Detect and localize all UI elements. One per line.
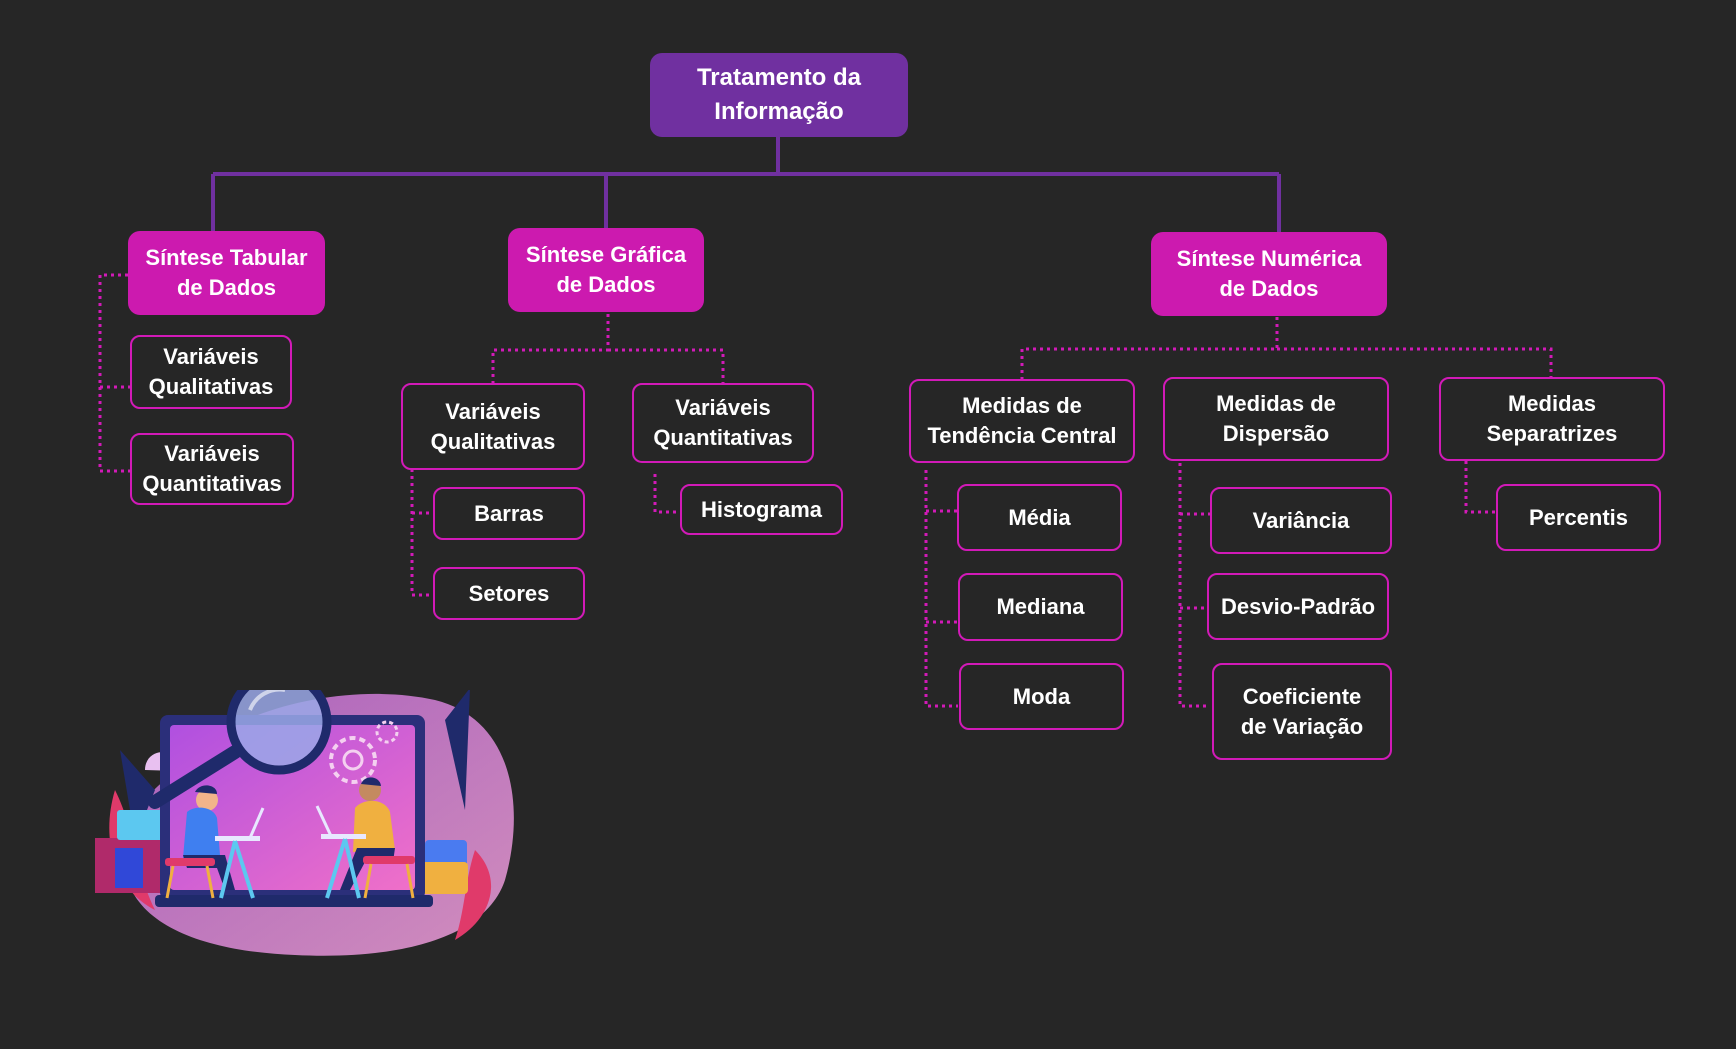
leaf-left bbox=[120, 750, 155, 840]
magnifying-glass-icon bbox=[226, 690, 332, 775]
connector-dispersao-items bbox=[1178, 463, 1210, 708]
node-variancia: Variância bbox=[1210, 487, 1392, 554]
node-media: Média bbox=[957, 484, 1122, 551]
laptop-left bbox=[215, 807, 265, 899]
connector-quantitativas-items bbox=[653, 474, 680, 514]
node-tendencia-central: Medidas de Tendência Central bbox=[909, 379, 1135, 463]
connector-tabular-items bbox=[98, 273, 130, 473]
connector-qualitativas-items bbox=[410, 462, 433, 597]
connector-tendencia-items bbox=[924, 470, 958, 708]
node-grafica-qualitativas: Variáveis Qualitativas bbox=[401, 383, 585, 470]
connector-grafica-groups bbox=[491, 314, 725, 383]
connector-numerica-groups bbox=[1020, 317, 1553, 380]
node-grafica-quantitativas: Variáveis Quantitativas bbox=[632, 383, 814, 463]
node-dispersao: Medidas de Dispersão bbox=[1163, 377, 1389, 461]
node-tabular-quantitativas: Variáveis Quantitativas bbox=[130, 433, 294, 505]
node-histograma: Histograma bbox=[680, 484, 843, 535]
node-desvio-padrao: Desvio-Padrão bbox=[1207, 573, 1389, 640]
node-barras: Barras bbox=[433, 487, 585, 540]
leaf-right bbox=[445, 690, 470, 810]
node-separatrizes: Medidas Separatrizes bbox=[1439, 377, 1665, 461]
node-setores: Setores bbox=[433, 567, 585, 620]
person-left bbox=[165, 785, 235, 899]
person-right bbox=[340, 777, 415, 899]
leaf-right-red bbox=[455, 850, 492, 940]
connector-separatrizes-items bbox=[1464, 461, 1496, 514]
node-percentis: Percentis bbox=[1496, 484, 1661, 551]
node-sintese-numerica: Síntese Numérica de Dados bbox=[1151, 232, 1387, 316]
node-sintese-tabular: Síntese Tabular de Dados bbox=[128, 231, 325, 315]
node-coeficiente-variacao: Coeficiente de Variação bbox=[1212, 663, 1392, 760]
data-analysis-illustration bbox=[95, 690, 514, 956]
gear-icon bbox=[329, 736, 377, 784]
gear-small-icon bbox=[375, 720, 399, 744]
laptop-right bbox=[315, 805, 366, 899]
node-tabular-qualitativas: Variáveis Qualitativas bbox=[130, 335, 292, 409]
root-node: Tratamento da Informação bbox=[650, 53, 908, 137]
node-mediana: Mediana bbox=[958, 573, 1123, 641]
node-sintese-grafica: Síntese Gráfica de Dados bbox=[508, 228, 704, 312]
magnifier-handle bbox=[148, 745, 242, 809]
node-moda: Moda bbox=[959, 663, 1124, 730]
